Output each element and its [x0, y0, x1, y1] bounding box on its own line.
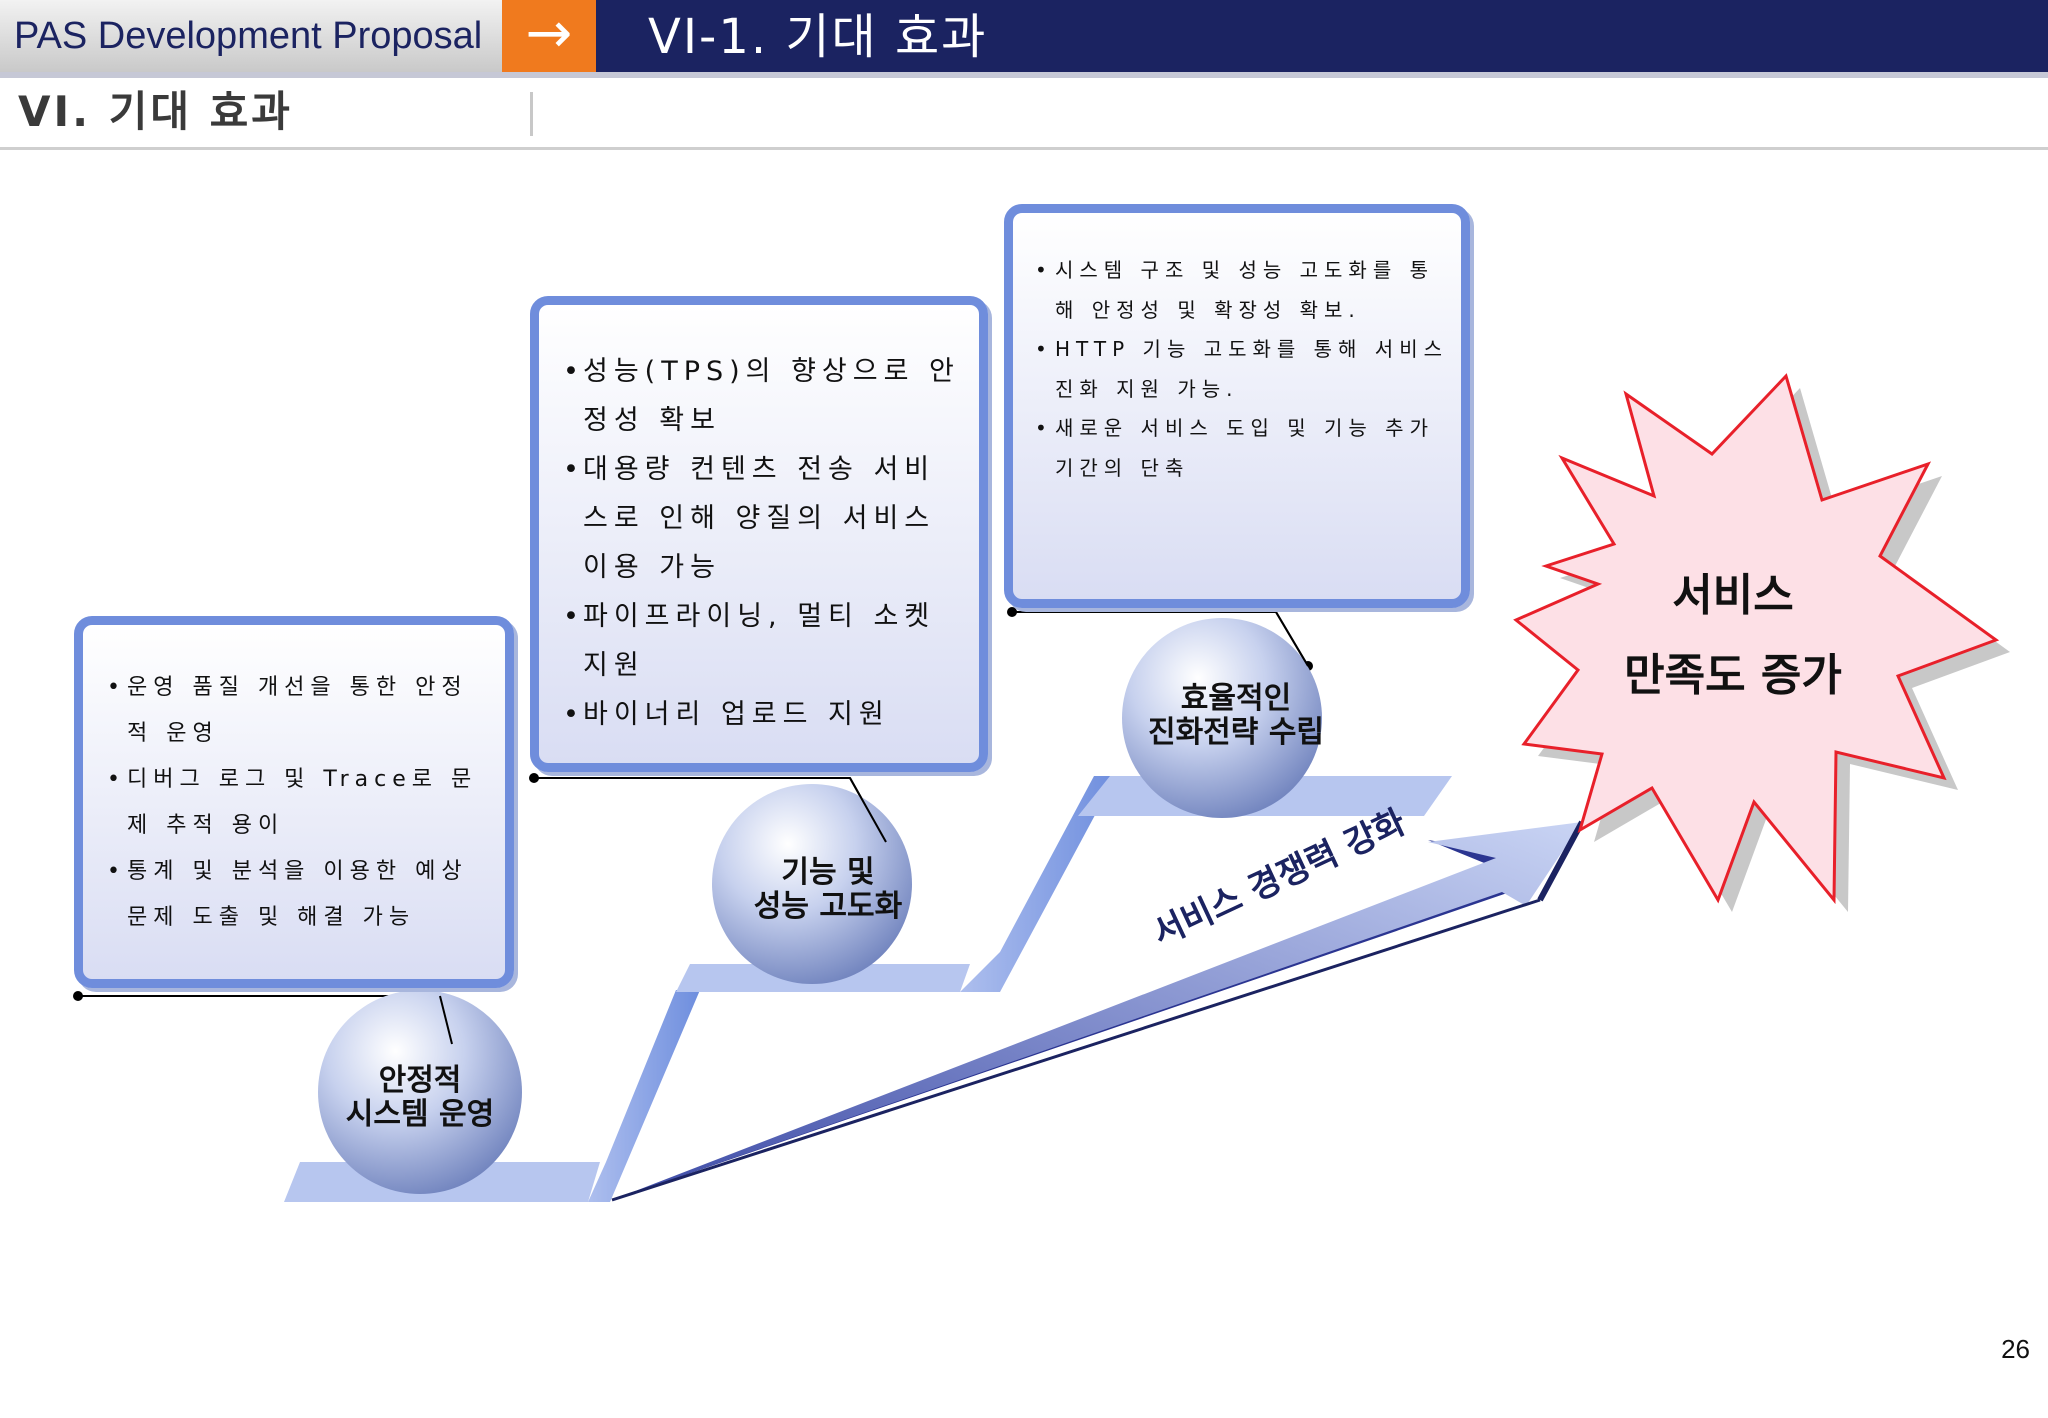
result-line1: 서비스 — [1672, 570, 1794, 621]
step-2-label: 기능 및 성능 고도화 — [708, 856, 948, 924]
brand-label: PAS Development Proposal — [0, 0, 502, 72]
stair-riser-1 — [588, 990, 700, 1202]
stair-riser-2 — [960, 776, 1116, 992]
step-2-bullet: 성능(TPS)의 향상으로 안정성 확보 — [563, 347, 965, 445]
step-1-description-box: 운영 품질 개선을 통한 안정적 운영 디버그 로그 및 Trace로 문제 추… — [74, 616, 514, 988]
step-1-label-line1: 안정적 — [378, 1063, 462, 1098]
arrow-right-icon: → — [502, 0, 596, 72]
sphere-1 — [318, 990, 522, 1194]
step-3-bullet: 새로운 서비스 도입 및 기능 추가 기간의 단축 — [1035, 409, 1449, 488]
step-2-bullet: 바이너리 업로드 지원 — [563, 690, 965, 739]
step-1-label: 안정적 시스템 운영 — [300, 1064, 540, 1132]
step-3-bullet: HTTP 기능 고도화를 통해 서비스 진화 지원 가능. — [1035, 330, 1449, 409]
step-2-label-line2: 성능 고도화 — [753, 889, 903, 924]
result-line2: 만족도 증가 — [1624, 650, 1842, 701]
page-number: 26 — [2001, 1334, 2030, 1364]
section-separator — [530, 92, 533, 136]
step-2-description-box: 성능(TPS)의 향상으로 안정성 확보 대용량 컨텐츠 전송 서비스로 인해 … — [530, 296, 988, 772]
step-1-bullet: 통계 및 분석을 이용한 예상 문제 도출 및 해결 가능 — [107, 849, 485, 941]
step-3-bullet: 시스템 구조 및 성능 고도화를 통해 안정성 및 확장성 확보. — [1035, 251, 1449, 330]
step-1-bullet: 디버그 로그 및 Trace로 문제 추적 용이 — [107, 757, 485, 849]
step-1-label-line2: 시스템 운영 — [345, 1097, 495, 1132]
step-2-bullet: 파이프라이닝, 멀티 소켓 지원 — [563, 592, 965, 690]
sphere-2 — [712, 784, 912, 984]
step-3-label-line2: 진화전략 수립 — [1147, 715, 1325, 750]
sphere-3 — [1122, 618, 1322, 818]
step-3-label: 효율적인 진화전략 수립 — [1116, 682, 1356, 750]
section-title: VI. 기대 효과 — [18, 87, 293, 136]
section-divider — [0, 147, 2048, 150]
step-3-description-box: 시스템 구조 및 성능 고도화를 통해 안정성 및 확장성 확보. HTTP 기… — [1004, 204, 1470, 608]
spheres — [318, 618, 1322, 1194]
header-divider — [0, 72, 2048, 78]
step-2-bullet: 대용량 컨텐츠 전송 서비스로 인해 양질의 서비스 이용 가능 — [563, 445, 965, 592]
result-text: 서비스 만족도 증가 — [1578, 556, 1888, 716]
result-starburst — [1513, 373, 2010, 912]
step-2-label-line1: 기능 및 — [781, 855, 875, 890]
step-3-label-line1: 효율적인 — [1180, 681, 1292, 716]
step-1-bullet: 운영 품질 개선을 통한 안정적 운영 — [107, 665, 485, 757]
slide-title: VI-1. 기대 효과 — [648, 9, 988, 65]
competitiveness-arrow — [611, 820, 1585, 1202]
